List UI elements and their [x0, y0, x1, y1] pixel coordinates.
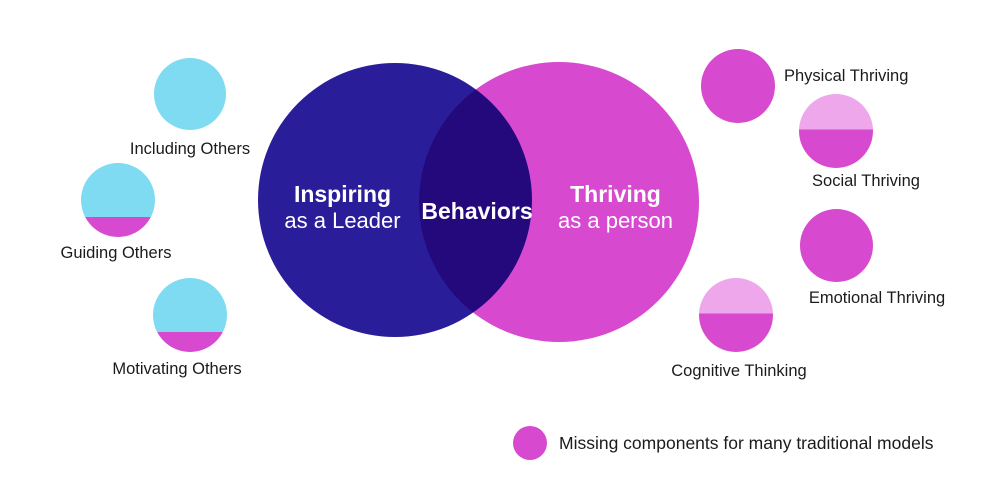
satellite-label-cognitive-thinking: Cognitive Thinking: [671, 362, 807, 380]
satellite-label-motivating-others: Motivating Others: [112, 360, 242, 378]
venn-right-text-block: Thriving as a person: [518, 181, 713, 234]
satellite-circle-physical-thriving: [701, 49, 775, 123]
satellite-label-including-others: Including Others: [129, 140, 251, 158]
venn-right-subtitle: as a person: [558, 208, 673, 233]
satellite-circle-guiding-others: [81, 163, 155, 237]
venn-left-text-block: Inspiring as a Leader: [250, 181, 435, 234]
satellite-label-social-thriving: Social Thriving: [812, 172, 920, 190]
satellite-circle-social-thriving: [799, 94, 873, 168]
legend-label: Missing components for many traditional …: [559, 433, 934, 453]
satellite-circle-motivating-others: [153, 278, 227, 352]
satellite-label-physical-thriving: Physical Thriving: [784, 67, 909, 85]
satellite-circle-emotional-thriving: [800, 209, 873, 282]
venn-right-title: Thriving: [570, 181, 661, 207]
venn-overlap-label: Behaviors: [421, 198, 533, 224]
satellite-label-guiding-others: Guiding Others: [60, 244, 172, 262]
venn-circle-thriving: [419, 62, 699, 342]
satellite-circle-including-others: [154, 58, 226, 130]
satellite-circle-cognitive-thinking: [699, 278, 773, 352]
venn-left-subtitle: as a Leader: [284, 208, 401, 233]
venn-left-title: Inspiring: [293, 181, 392, 207]
satellite-label-emotional-thriving: Emotional Thriving: [808, 289, 946, 307]
legend-magenta-dot-icon: [513, 426, 547, 460]
